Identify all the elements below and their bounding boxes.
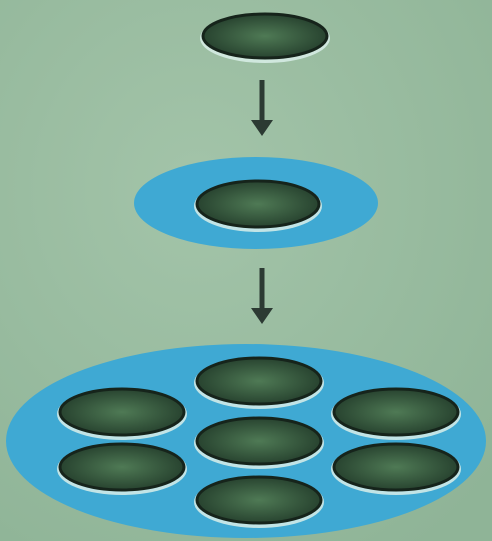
cell-1	[200, 13, 330, 63]
cell-5	[331, 388, 461, 440]
cell-9	[194, 476, 324, 528]
cell-body	[60, 444, 184, 490]
cell-body	[203, 14, 327, 58]
cell-body	[197, 181, 319, 227]
cell-body	[197, 358, 321, 404]
cell-3	[194, 357, 324, 409]
cell-body	[60, 389, 184, 435]
cell-8	[331, 443, 461, 495]
stage-cell-in-medium	[134, 157, 378, 249]
cell-body	[197, 477, 321, 523]
cell-4	[57, 388, 187, 440]
stage-single-cell	[200, 13, 330, 63]
cell-2	[194, 180, 322, 232]
cell-7	[57, 443, 187, 495]
cell-body	[334, 444, 458, 490]
cell-body	[334, 389, 458, 435]
stage-cell-colony	[6, 344, 486, 538]
cell-6	[194, 417, 324, 469]
cell-body	[197, 418, 321, 464]
